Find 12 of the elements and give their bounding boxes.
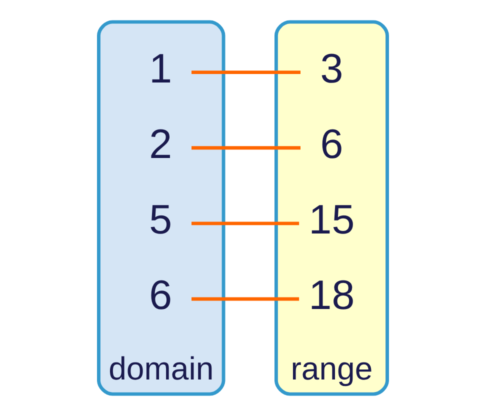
node-text: 3 [320, 45, 343, 92]
node-text: 1 [148, 45, 172, 92]
node-text: 15 [308, 196, 354, 243]
connector [191, 297, 299, 301]
node-text: 18 [308, 272, 354, 318]
node-text: 5 [148, 196, 172, 243]
node-text: 2 [148, 120, 172, 167]
connector [191, 222, 299, 226]
node-text: 6 [148, 272, 172, 318]
connector [191, 70, 300, 74]
node-text: 6 [320, 120, 343, 167]
connector [191, 146, 300, 150]
